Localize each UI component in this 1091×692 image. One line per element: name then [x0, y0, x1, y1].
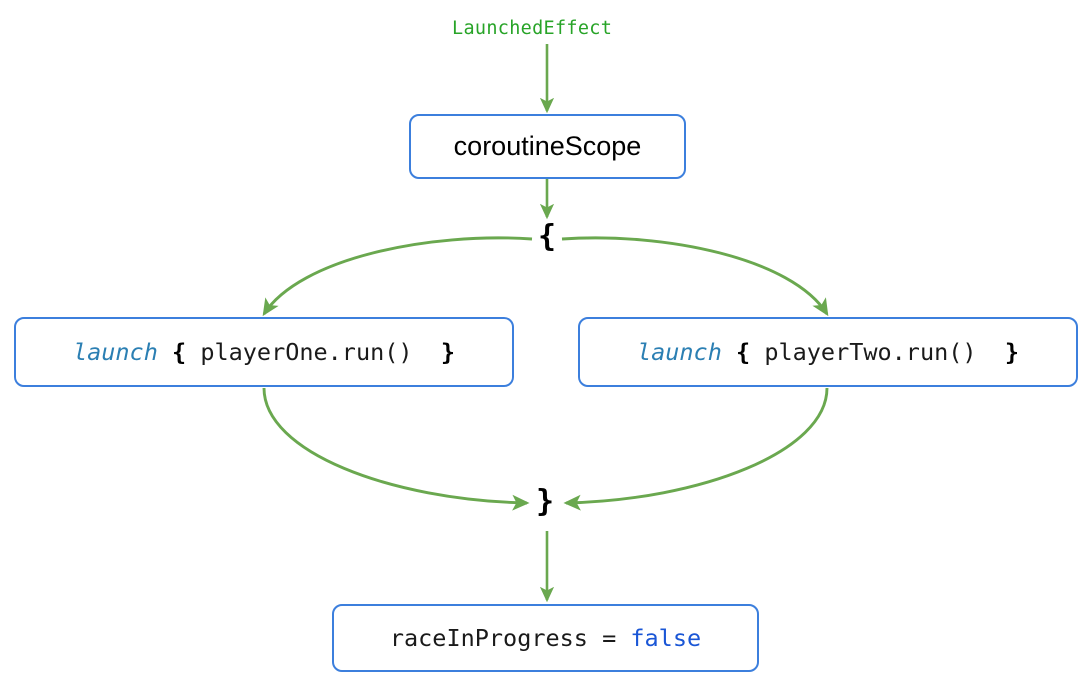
- launch-two-keyword: launch: [636, 338, 722, 366]
- edge-launch-two-to-close-brace: [563, 387, 829, 511]
- node-race-in-progress[interactable]: raceInProgress = false: [332, 604, 759, 672]
- launch-one-body: playerOne.run(): [200, 338, 413, 366]
- launch-one-keyword: launch: [72, 338, 158, 366]
- close-brace-symbol: }: [536, 484, 555, 519]
- node-coroutine-scope[interactable]: coroutineScope: [409, 114, 686, 179]
- launched-effect-label: LaunchedEffect: [452, 18, 613, 39]
- launch-one-space-3: [413, 338, 441, 366]
- launch-one-open-brace: {: [172, 338, 187, 366]
- launch-two-space-2: [750, 338, 764, 366]
- launch-one-space-1: [158, 338, 172, 366]
- launch-one-space-2: [186, 338, 200, 366]
- launch-two-space-3: [977, 338, 1005, 366]
- launch-two-body: playerTwo.run(): [764, 338, 977, 366]
- open-brace-symbol: {: [538, 219, 557, 254]
- edge-launch-one-to-close-brace: [262, 387, 530, 511]
- launch-two-space-1: [722, 338, 736, 366]
- launch-one-close-brace: }: [440, 338, 456, 366]
- race-flag-assignment: raceInProgress =: [389, 624, 631, 652]
- launch-two-open-brace: {: [736, 338, 751, 366]
- race-flag-value: false: [630, 624, 702, 652]
- edge-open-brace-to-launch-one: [262, 236, 533, 317]
- node-coroutine-scope-label: coroutineScope: [453, 131, 642, 161]
- edge-open-brace-to-launch-two: [561, 236, 829, 317]
- launch-two-close-brace: }: [1004, 338, 1020, 366]
- node-launch-player-two[interactable]: launch { playerTwo.run() }: [578, 317, 1078, 387]
- node-launch-player-one[interactable]: launch { playerOne.run() }: [14, 317, 514, 387]
